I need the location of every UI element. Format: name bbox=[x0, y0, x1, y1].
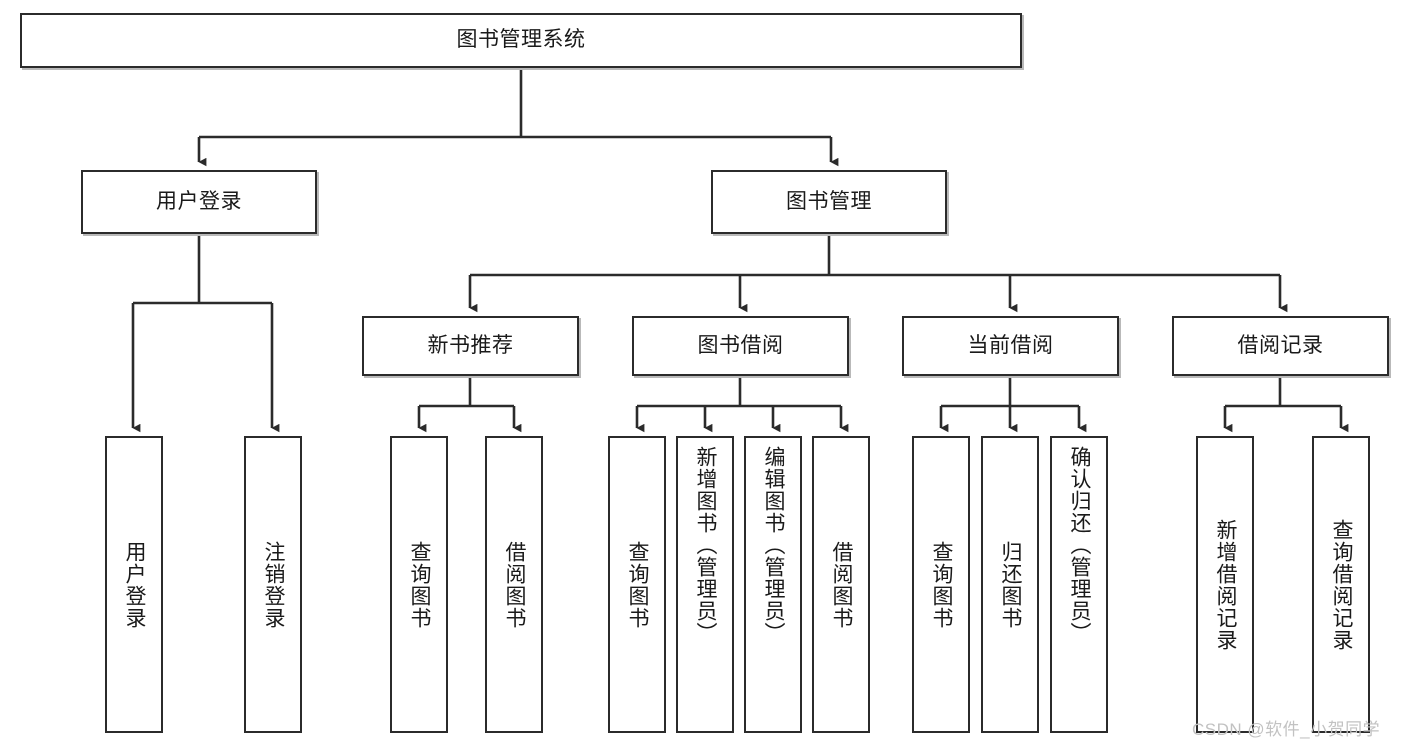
node-user-login[interactable]: 用户登录 bbox=[81, 170, 317, 234]
node-root-label: 图书管理系统 bbox=[456, 28, 586, 52]
node-leaf-recommend-query-book[interactable]: 查询图书 bbox=[390, 436, 448, 733]
node-book-borrow[interactable]: 图书借阅 bbox=[632, 316, 849, 376]
node-book-management[interactable]: 图书管理 bbox=[711, 170, 947, 234]
node-user-login-label: 用户登录 bbox=[156, 189, 242, 213]
node-leaf-borrow-query-book[interactable]: 查询图书 bbox=[608, 436, 666, 733]
node-leaf-recommend-borrow-book[interactable]: 借阅图书 bbox=[485, 436, 543, 733]
csdn-watermark: CSDN @软件_小贺同学 bbox=[1192, 720, 1381, 739]
node-leaf-borrow-add-book[interactable]: 新增图书（管理员） bbox=[676, 436, 734, 733]
node-leaf-label: 查询图书 bbox=[626, 540, 650, 629]
node-borrow-record[interactable]: 借阅记录 bbox=[1172, 316, 1389, 376]
node-leaf-user-login-login[interactable]: 用户登录 bbox=[105, 436, 163, 733]
node-leaf-label: 查询图书 bbox=[408, 540, 432, 629]
node-leaf-label: 编辑图书（管理员） bbox=[762, 446, 786, 644]
node-leaf-user-login-logout[interactable]: 注销登录 bbox=[244, 436, 302, 733]
node-leaf-borrow-borrow-book[interactable]: 借阅图书 bbox=[812, 436, 870, 733]
node-borrow-record-label: 借阅记录 bbox=[1237, 333, 1324, 357]
node-leaf-label: 查询借阅记录 bbox=[1330, 518, 1354, 651]
node-leaf-label: 注销登录 bbox=[262, 540, 286, 629]
node-leaf-record-add-record[interactable]: 新增借阅记录 bbox=[1196, 436, 1254, 733]
node-leaf-current-query-book[interactable]: 查询图书 bbox=[912, 436, 970, 733]
node-leaf-current-return-book[interactable]: 归还图书 bbox=[981, 436, 1039, 733]
node-leaf-label: 新增图书（管理员） bbox=[694, 446, 718, 644]
node-root[interactable]: 图书管理系统 bbox=[20, 13, 1022, 68]
node-leaf-label: 借阅图书 bbox=[503, 540, 527, 629]
node-current-borrow[interactable]: 当前借阅 bbox=[902, 316, 1119, 376]
node-book-management-label: 图书管理 bbox=[786, 189, 872, 213]
node-new-book-recommend-label: 新书推荐 bbox=[427, 333, 514, 357]
node-leaf-label: 用户登录 bbox=[123, 540, 147, 629]
node-leaf-label: 借阅图书 bbox=[830, 540, 854, 629]
node-leaf-label: 确认归还（管理员） bbox=[1068, 446, 1092, 644]
node-leaf-record-query-record[interactable]: 查询借阅记录 bbox=[1312, 436, 1370, 733]
node-book-borrow-label: 图书借阅 bbox=[697, 333, 784, 357]
node-leaf-current-confirm-return[interactable]: 确认归还（管理员） bbox=[1050, 436, 1108, 733]
node-new-book-recommend[interactable]: 新书推荐 bbox=[362, 316, 579, 376]
node-leaf-label: 查询图书 bbox=[930, 540, 954, 629]
node-leaf-borrow-edit-book[interactable]: 编辑图书（管理员） bbox=[744, 436, 802, 733]
node-current-borrow-label: 当前借阅 bbox=[967, 333, 1054, 357]
node-leaf-label: 新增借阅记录 bbox=[1214, 518, 1238, 651]
node-leaf-label: 归还图书 bbox=[999, 540, 1023, 629]
